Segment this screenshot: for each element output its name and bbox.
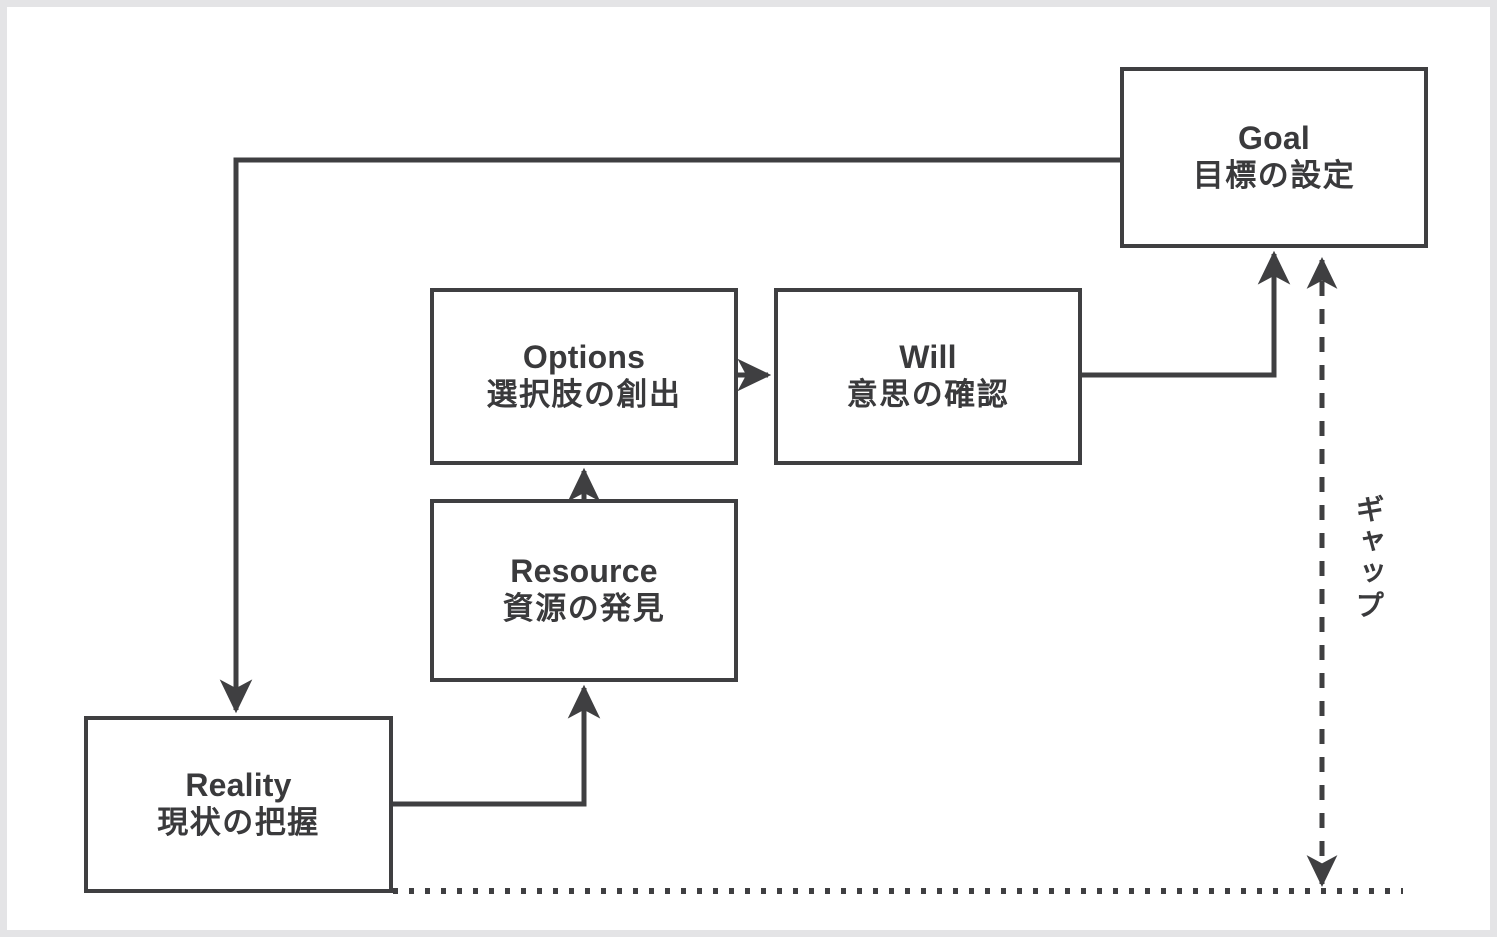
gap-label: ギャップ xyxy=(1351,494,1383,622)
edge-goal-to-reality xyxy=(219,157,1120,714)
node-options[interactable]: Options 選択肢の創出 xyxy=(430,288,738,465)
node-options-title-ja: 選択肢の創出 xyxy=(486,377,682,413)
node-reality-title-ja: 現状の把握 xyxy=(157,805,320,841)
node-resource-title-ja: 資源の発見 xyxy=(502,591,666,627)
node-resource-title-en: Resource xyxy=(510,552,658,589)
node-reality-title-en: Reality xyxy=(185,766,292,803)
node-resource[interactable]: Resource 資源の発見 xyxy=(430,499,738,682)
edge-will-to-goal xyxy=(1082,250,1291,378)
node-goal[interactable]: Goal 目標の設定 xyxy=(1120,67,1428,248)
node-will-title-ja: 意思の確認 xyxy=(846,377,1010,413)
node-goal-title-en: Goal xyxy=(1238,119,1310,156)
connector-layer xyxy=(219,157,1403,894)
node-goal-title-ja: 目標の設定 xyxy=(1192,158,1356,194)
node-options-title-en: Options xyxy=(522,338,646,375)
node-reality[interactable]: Reality 現状の把握 xyxy=(84,716,393,893)
edge-reality-to-resource xyxy=(393,684,601,807)
node-will[interactable]: Will 意思の確認 xyxy=(774,288,1082,465)
node-will-title-en: Will xyxy=(899,338,957,375)
